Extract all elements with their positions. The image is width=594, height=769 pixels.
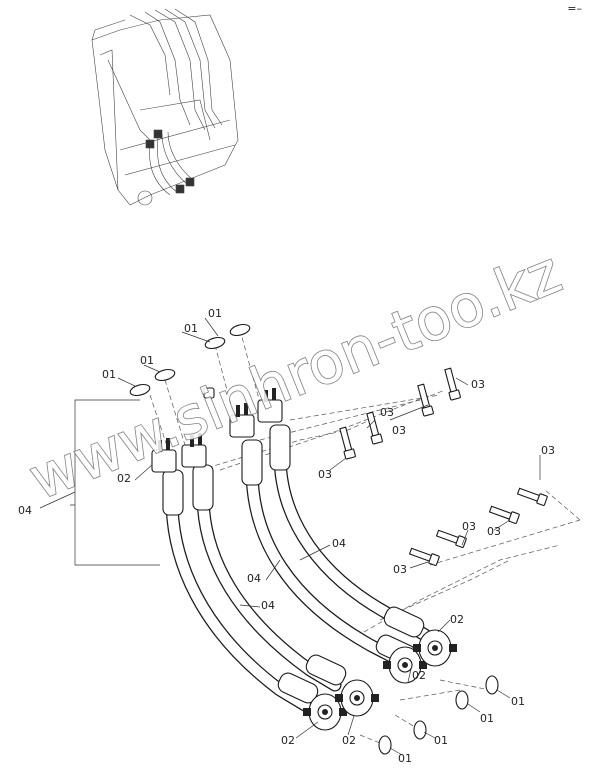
callout-04-d: 04 xyxy=(261,599,275,612)
callout-02-c: 02 xyxy=(412,669,426,682)
callout-01-c: 01 xyxy=(140,354,154,367)
callout-02-d: 02 xyxy=(281,734,295,747)
callout-02-a: 02 xyxy=(117,472,131,485)
callout-01-b: 01 xyxy=(184,322,198,335)
o-rings xyxy=(129,323,499,755)
callout-02-b: 02 xyxy=(450,613,464,626)
top-flanges xyxy=(151,387,283,473)
callout-04-a: 04 xyxy=(18,504,32,517)
callouts: 01 01 01 01 02 03 03 03 03 03 03 03 03 0… xyxy=(18,307,555,765)
callout-01-h: 01 xyxy=(511,695,525,708)
callout-03-d: 03 xyxy=(471,378,485,391)
callout-03-g: 03 xyxy=(487,525,501,538)
callout-01-d: 01 xyxy=(102,368,116,381)
bolts xyxy=(339,367,548,566)
bottom-flanges xyxy=(303,629,457,731)
callout-01-e: 01 xyxy=(398,752,412,765)
callout-01-a: 01 xyxy=(208,307,222,320)
callout-01-g: 01 xyxy=(480,712,494,725)
callout-03-e: 03 xyxy=(541,444,555,457)
overview-thumbnail xyxy=(91,8,239,206)
callout-03-a: 03 xyxy=(318,468,332,481)
callout-04-b: 04 xyxy=(332,537,346,550)
callout-03-h: 03 xyxy=(393,563,407,576)
callout-04-c: 04 xyxy=(247,572,261,585)
hose-assemblies xyxy=(162,424,432,712)
callout-03-f: 03 xyxy=(462,520,476,533)
callout-02-e: 02 xyxy=(342,734,356,747)
callout-03-b: 03 xyxy=(380,406,394,419)
corner-mark: =– xyxy=(567,2,582,15)
hose-4 xyxy=(273,448,432,642)
callout-01-f: 01 xyxy=(434,734,448,747)
callout-03-c: 03 xyxy=(392,424,406,437)
